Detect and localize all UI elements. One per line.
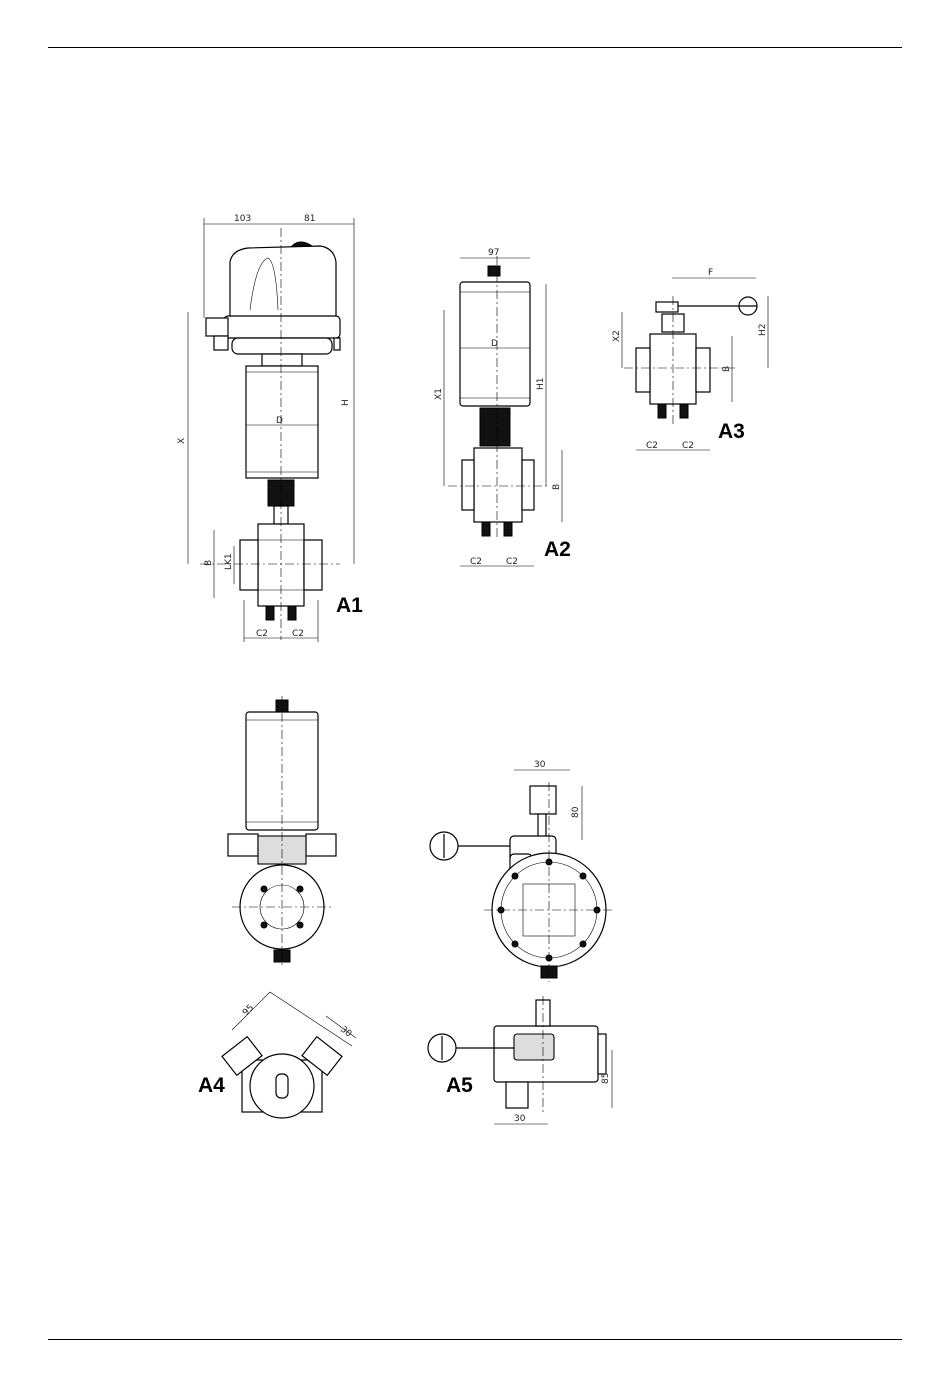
view-a2: D 97 H1 X1 B C2 C2 A2 — [434, 248, 571, 567]
a1-dim-103: 103 — [234, 214, 251, 224]
a1-dim-c2-right: C2 — [292, 629, 304, 639]
a1-dim-c2-left: C2 — [256, 629, 268, 639]
a2-dim-c2-right: C2 — [506, 557, 518, 567]
label-a4: A4 — [198, 1074, 225, 1097]
a3-dim-h2: H2 — [758, 324, 768, 337]
a3-dim-b: B — [722, 366, 732, 372]
a2-dim-b: B — [552, 484, 562, 490]
label-a3: A3 — [718, 420, 745, 443]
label-a5: A5 — [446, 1074, 473, 1097]
a2-dim-c2-left: C2 — [470, 557, 482, 567]
a5-dim-85: 85 — [601, 1073, 611, 1084]
a3-dim-f: F — [708, 268, 713, 278]
a2-dim-x1: X1 — [434, 388, 444, 400]
a1-dim-h: H — [341, 399, 351, 406]
label-a1: A1 — [336, 594, 363, 617]
a2-dim-h1: H1 — [536, 378, 546, 391]
view-a3: F H2 X2 B C2 C2 A3 — [612, 268, 768, 451]
view-a4-top: 95 30 A4 — [198, 992, 356, 1118]
a1-dim-x: X — [177, 438, 187, 444]
a5-dim-bottom-30: 30 — [514, 1114, 526, 1124]
view-a5-top: 85 30 A5 — [428, 996, 612, 1124]
a1-dim-lk1: LK1 — [224, 553, 234, 570]
view-a1: D 103 81 H X B LK1 — [177, 214, 363, 642]
a1-dim-d: D — [276, 416, 283, 426]
a1-actuator-head — [206, 242, 340, 366]
a5-dim-top-30: 30 — [534, 760, 546, 770]
a3-dim-c2-left: C2 — [646, 441, 658, 451]
a1-dim-81: 81 — [304, 214, 315, 224]
a3-dim-c2-right: C2 — [682, 441, 694, 451]
a5-dim-80: 80 — [571, 806, 581, 818]
label-a2: A2 — [544, 538, 571, 561]
a1-dim-b: B — [204, 560, 214, 566]
view-a5-front: 30 80 — [430, 760, 614, 982]
a2-dim-97: 97 — [488, 248, 499, 258]
view-a4-front — [228, 696, 336, 966]
a4-dim-95: 95 — [241, 1003, 256, 1018]
a3-dim-x2: X2 — [612, 330, 622, 342]
a1-cylinder: D — [246, 366, 318, 524]
